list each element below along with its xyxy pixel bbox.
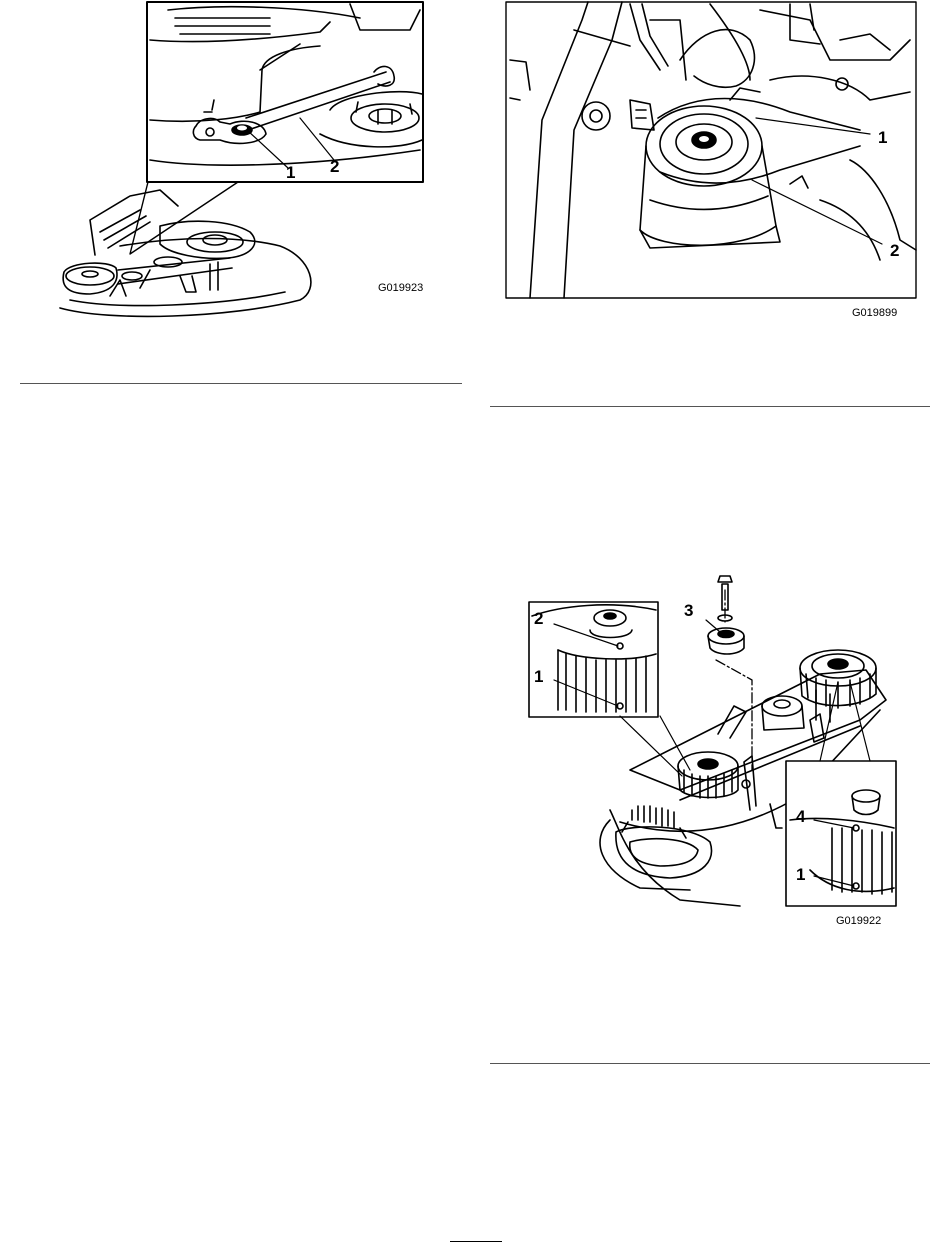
- leader-2: [752, 180, 882, 244]
- inset-connector: [820, 682, 870, 761]
- callout-3: 3: [684, 601, 693, 620]
- callout-2: 2: [890, 241, 899, 260]
- figure-frame: [506, 2, 916, 298]
- figure-id: G019899: [852, 307, 897, 319]
- callout-1: 1: [878, 128, 887, 147]
- callout-1b: 1: [796, 865, 805, 884]
- pulley-assembly: [510, 2, 916, 298]
- section-divider: [490, 406, 930, 407]
- callout-2: 2: [330, 157, 339, 176]
- inset-connector: [620, 716, 690, 776]
- idler-pulley-exploded: [708, 576, 744, 654]
- callout-4: 4: [796, 807, 806, 826]
- mower-deck-overview: [60, 190, 311, 316]
- leader-1: [756, 118, 870, 134]
- figure-id: G019923: [378, 282, 423, 294]
- inset-frame-right: [786, 761, 896, 906]
- callout-2: 2: [534, 609, 543, 628]
- page-number-rule: [450, 1241, 502, 1242]
- figure-2-pulley-belt: 1 2 G019899: [490, 0, 930, 330]
- callout-1: 1: [534, 667, 543, 686]
- figure-id: G019922: [836, 915, 881, 927]
- section-divider: [490, 1063, 930, 1064]
- callout-1: 1: [286, 163, 295, 182]
- figure-3-idler-pulley-mounting: 2 1 3 4 1 G019922: [520, 570, 910, 930]
- assembly-axis: [716, 590, 752, 770]
- figure-1-belt-guide-detail: 1 2 G019923: [0, 0, 470, 330]
- section-divider: [20, 383, 462, 384]
